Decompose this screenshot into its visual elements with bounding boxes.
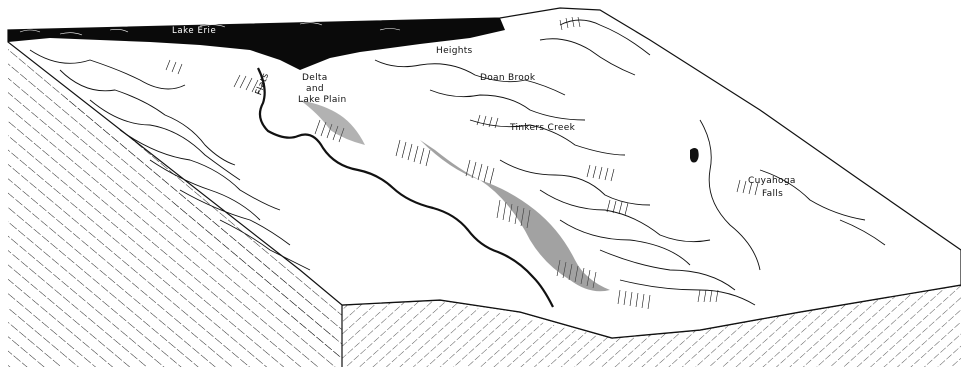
lake-erie-label: Lake Erie — [172, 26, 216, 36]
right-cross-section — [342, 285, 961, 367]
pond — [690, 148, 699, 163]
falls-label: Falls — [762, 189, 783, 199]
lake-plain-label: Lake Plain — [298, 95, 346, 105]
lake-erie — [8, 18, 505, 70]
land-surface — [7, 7, 961, 339]
heights-label: Heights — [436, 46, 473, 56]
and-label: and — [306, 84, 324, 94]
river-gorge — [420, 140, 610, 292]
cuyahoga-river — [257, 67, 554, 308]
delta-label: Delta — [302, 73, 328, 83]
cuyahoga-label: Cuyahoga — [748, 176, 796, 186]
doan-brook-label: Doan Brook — [480, 73, 536, 83]
tinkers-creek-label: Tinkers Creek — [509, 123, 576, 133]
